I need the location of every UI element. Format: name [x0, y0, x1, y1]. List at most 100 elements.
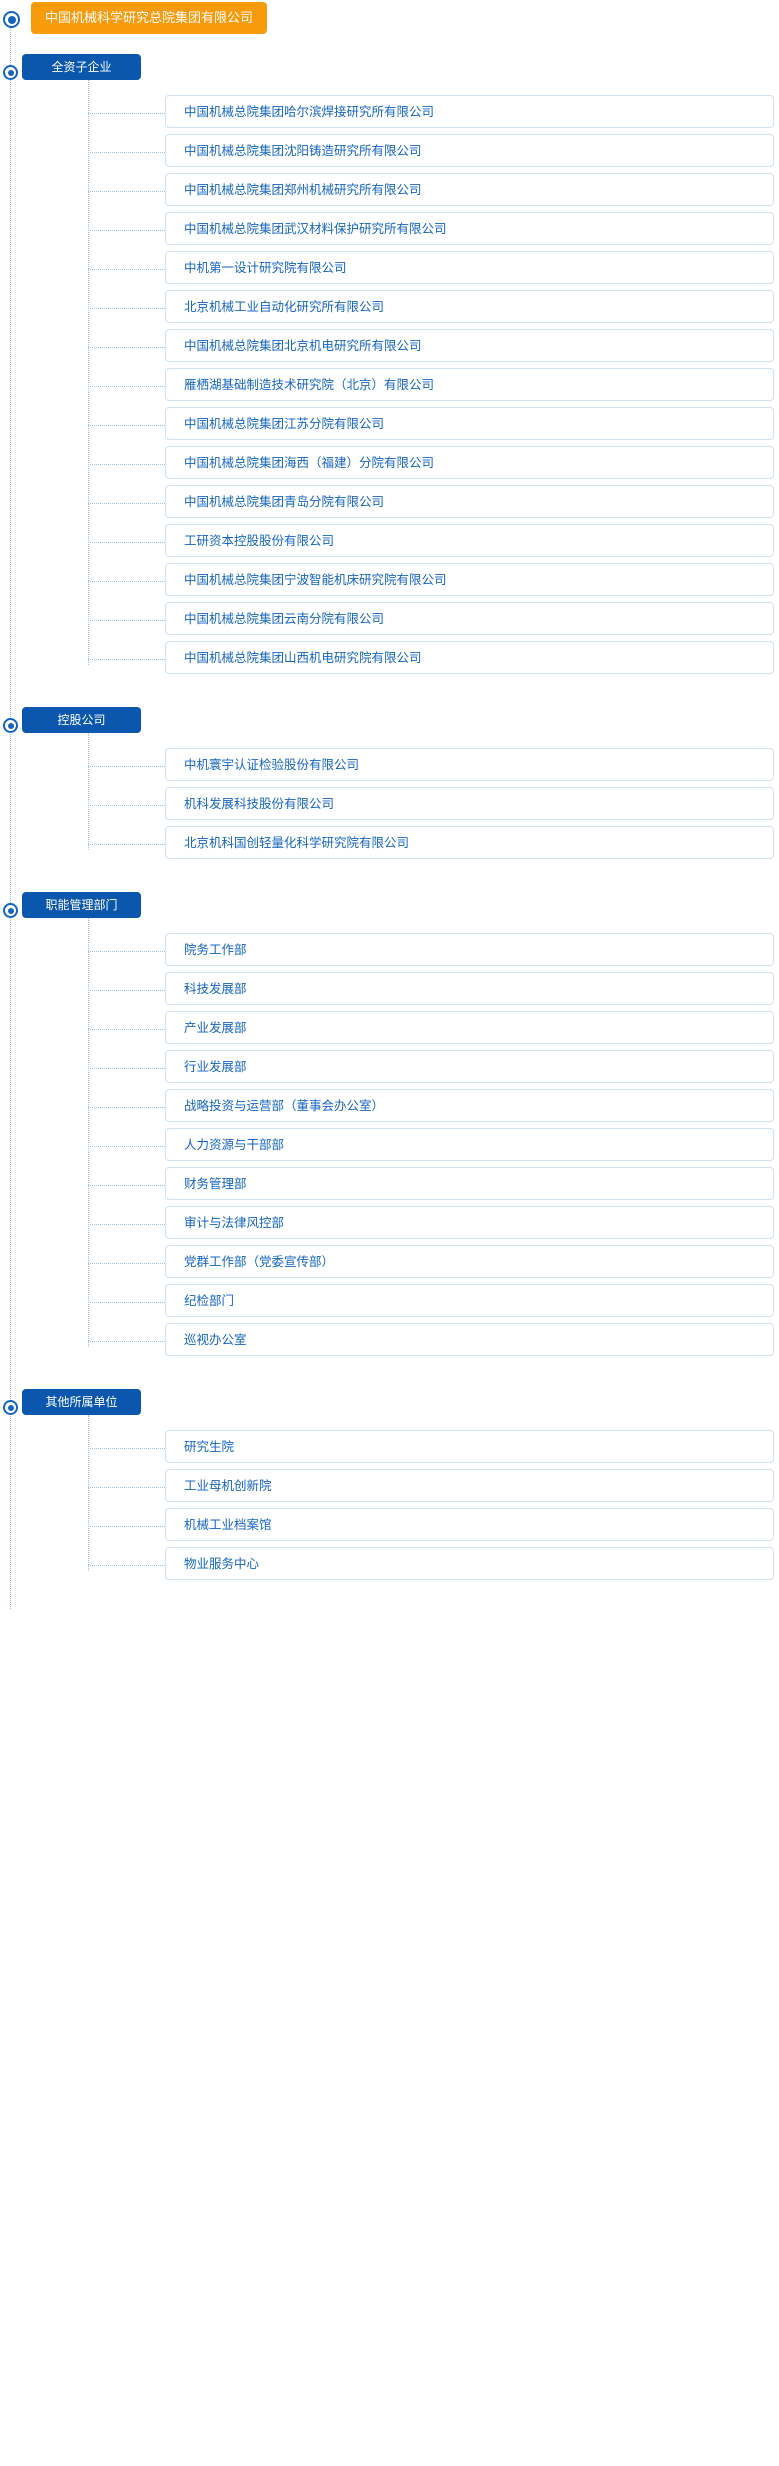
org-node-label: 研究生院: [184, 1440, 235, 1454]
org-node-row: 中国机械总院集团郑州机械研究所有限公司: [0, 172, 779, 211]
org-node-label: 北京机械工业自动化研究所有限公司: [184, 300, 385, 314]
org-node-row: 人力资源与干部部: [0, 1127, 779, 1166]
org-node-row: 科技发展部: [0, 971, 779, 1010]
org-node-row: 工业母机创新院: [0, 1468, 779, 1507]
org-node[interactable]: 中国机械总院集团北京机电研究所有限公司: [165, 329, 774, 362]
org-node[interactable]: 纪检部门: [165, 1284, 774, 1317]
org-node[interactable]: 行业发展部: [165, 1050, 774, 1083]
org-node[interactable]: 审计与法律风控部: [165, 1206, 774, 1239]
org-node-label: 机科发展科技股份有限公司: [184, 797, 335, 811]
section-children: 中机寰宇认证检验股份有限公司机科发展科技股份有限公司北京机科国创轻量化科学研究院…: [0, 733, 779, 872]
sections-container: 全资子企业中国机械总院集团哈尔滨焊接研究所有限公司中国机械总院集团沈阳铸造研究所…: [0, 50, 779, 1609]
section-spacer: [0, 1369, 779, 1385]
org-node-row: 中国机械总院集团青岛分院有限公司: [0, 484, 779, 523]
org-node[interactable]: 工研资本控股股份有限公司: [165, 524, 774, 557]
org-node-label: 北京机科国创轻量化科学研究院有限公司: [184, 836, 410, 850]
section-spacer: [0, 687, 779, 703]
root-spine-connector: [10, 18, 11, 1609]
org-node[interactable]: 北京机科国创轻量化科学研究院有限公司: [165, 826, 774, 859]
org-node-row: 中国机械总院集团武汉材料保护研究所有限公司: [0, 211, 779, 250]
org-node[interactable]: 巡视办公室: [165, 1323, 774, 1356]
org-node[interactable]: 中国机械总院集团山西机电研究院有限公司: [165, 641, 774, 674]
org-node[interactable]: 物业服务中心: [165, 1547, 774, 1580]
section-children: 研究生院工业母机创新院机械工业档案馆物业服务中心: [0, 1415, 779, 1593]
org-node-label: 中国机械总院集团山西机电研究院有限公司: [184, 651, 422, 665]
org-node-row: 中国机械总院集团沈阳铸造研究所有限公司: [0, 133, 779, 172]
section-title[interactable]: 控股公司: [22, 707, 141, 733]
section-children: 中国机械总院集团哈尔滨焊接研究所有限公司中国机械总院集团沈阳铸造研究所有限公司中…: [0, 80, 779, 687]
org-node-label: 中国机械总院集团武汉材料保护研究所有限公司: [184, 222, 447, 236]
org-node[interactable]: 雁栖湖基础制造技术研究院（北京）有限公司: [165, 368, 774, 401]
org-node-label: 战略投资与运营部（董事会办公室）: [184, 1099, 385, 1113]
org-node[interactable]: 战略投资与运营部（董事会办公室）: [165, 1089, 774, 1122]
org-node-row: 审计与法律风控部: [0, 1205, 779, 1244]
org-node[interactable]: 工业母机创新院: [165, 1469, 774, 1502]
org-node-row: 雁栖湖基础制造技术研究院（北京）有限公司: [0, 367, 779, 406]
org-node[interactable]: 中国机械总院集团武汉材料保护研究所有限公司: [165, 212, 774, 245]
org-node[interactable]: 中国机械总院集团云南分院有限公司: [165, 602, 774, 635]
section-header-row: 控股公司: [0, 703, 779, 747]
org-node[interactable]: 中国机械总院集团江苏分院有限公司: [165, 407, 774, 440]
org-node-row: 中国机械总院集团北京机电研究所有限公司: [0, 328, 779, 367]
org-node-row: 财务管理部: [0, 1166, 779, 1205]
section-title[interactable]: 全资子企业: [22, 54, 141, 80]
org-node[interactable]: 研究生院: [165, 1430, 774, 1463]
org-node[interactable]: 机械工业档案馆: [165, 1508, 774, 1541]
org-node-row: 中机寰宇认证检验股份有限公司: [0, 747, 779, 786]
section-node-marker-icon: [3, 903, 18, 918]
section-node-marker-icon: [3, 718, 18, 733]
org-node[interactable]: 中国机械总院集团海西（福建）分院有限公司: [165, 446, 774, 479]
org-node-row: 物业服务中心: [0, 1546, 779, 1585]
org-node-label: 中机第一设计研究院有限公司: [184, 261, 347, 275]
org-node-label: 审计与法律风控部: [184, 1216, 285, 1230]
org-node[interactable]: 科技发展部: [165, 972, 774, 1005]
section-header-row: 全资子企业: [0, 50, 779, 94]
org-chart: 中国机械科学研究总院集团有限公司 全资子企业中国机械总院集团哈尔滨焊接研究所有限…: [0, 0, 779, 1609]
org-node-row: 中国机械总院集团江苏分院有限公司: [0, 406, 779, 445]
root-node[interactable]: 中国机械科学研究总院集团有限公司: [31, 2, 268, 34]
org-node[interactable]: 党群工作部（党委宣传部）: [165, 1245, 774, 1278]
section-node-marker-icon: [3, 1400, 18, 1415]
org-node-label: 雁栖湖基础制造技术研究院（北京）有限公司: [184, 378, 435, 392]
org-node-row: 巡视办公室: [0, 1322, 779, 1361]
section-title[interactable]: 职能管理部门: [22, 892, 141, 918]
org-node[interactable]: 北京机械工业自动化研究所有限公司: [165, 290, 774, 323]
org-node-label: 行业发展部: [184, 1060, 247, 1074]
org-node[interactable]: 产业发展部: [165, 1011, 774, 1044]
org-node-label: 中国机械总院集团海西（福建）分院有限公司: [184, 456, 435, 470]
root-node-marker-icon: [3, 11, 20, 28]
org-node-label: 中国机械总院集团云南分院有限公司: [184, 612, 385, 626]
org-node[interactable]: 人力资源与干部部: [165, 1128, 774, 1161]
org-node-row: 中国机械总院集团山西机电研究院有限公司: [0, 640, 779, 679]
org-node[interactable]: 财务管理部: [165, 1167, 774, 1200]
org-node-label: 财务管理部: [184, 1177, 247, 1191]
org-node[interactable]: 中国机械总院集团哈尔滨焊接研究所有限公司: [165, 95, 774, 128]
org-section: 其他所属单位研究生院工业母机创新院机械工业档案馆物业服务中心: [0, 1385, 779, 1609]
org-node-label: 党群工作部（党委宣传部）: [184, 1255, 335, 1269]
org-node-label: 中国机械总院集团江苏分院有限公司: [184, 417, 385, 431]
org-node-label: 工业母机创新院: [184, 1479, 272, 1493]
org-node-label: 中国机械总院集团北京机电研究所有限公司: [184, 339, 422, 353]
section-title[interactable]: 其他所属单位: [22, 1389, 141, 1415]
org-node[interactable]: 中国机械总院集团青岛分院有限公司: [165, 485, 774, 518]
org-node[interactable]: 中国机械总院集团郑州机械研究所有限公司: [165, 173, 774, 206]
org-node-row: 产业发展部: [0, 1010, 779, 1049]
org-node-row: 党群工作部（党委宣传部）: [0, 1244, 779, 1283]
org-node-label: 中国机械总院集团沈阳铸造研究所有限公司: [184, 144, 422, 158]
org-node-row: 中国机械总院集团宁波智能机床研究院有限公司: [0, 562, 779, 601]
org-section: 控股公司中机寰宇认证检验股份有限公司机科发展科技股份有限公司北京机科国创轻量化科…: [0, 703, 779, 888]
root-node-row: 中国机械科学研究总院集团有限公司: [0, 0, 779, 50]
org-section: 职能管理部门院务工作部科技发展部产业发展部行业发展部战略投资与运营部（董事会办公…: [0, 888, 779, 1385]
org-node[interactable]: 中国机械总院集团沈阳铸造研究所有限公司: [165, 134, 774, 167]
org-node-label: 中机寰宇认证检验股份有限公司: [184, 758, 360, 772]
section-node-marker-icon: [3, 65, 18, 80]
org-node-row: 北京机科国创轻量化科学研究院有限公司: [0, 825, 779, 864]
org-node[interactable]: 院务工作部: [165, 933, 774, 966]
org-node[interactable]: 中国机械总院集团宁波智能机床研究院有限公司: [165, 563, 774, 596]
section-spacer: [0, 1593, 779, 1609]
org-node[interactable]: 中机第一设计研究院有限公司: [165, 251, 774, 284]
org-node-row: 中国机械总院集团云南分院有限公司: [0, 601, 779, 640]
org-node[interactable]: 中机寰宇认证检验股份有限公司: [165, 748, 774, 781]
org-node[interactable]: 机科发展科技股份有限公司: [165, 787, 774, 820]
org-node-row: 机械工业档案馆: [0, 1507, 779, 1546]
